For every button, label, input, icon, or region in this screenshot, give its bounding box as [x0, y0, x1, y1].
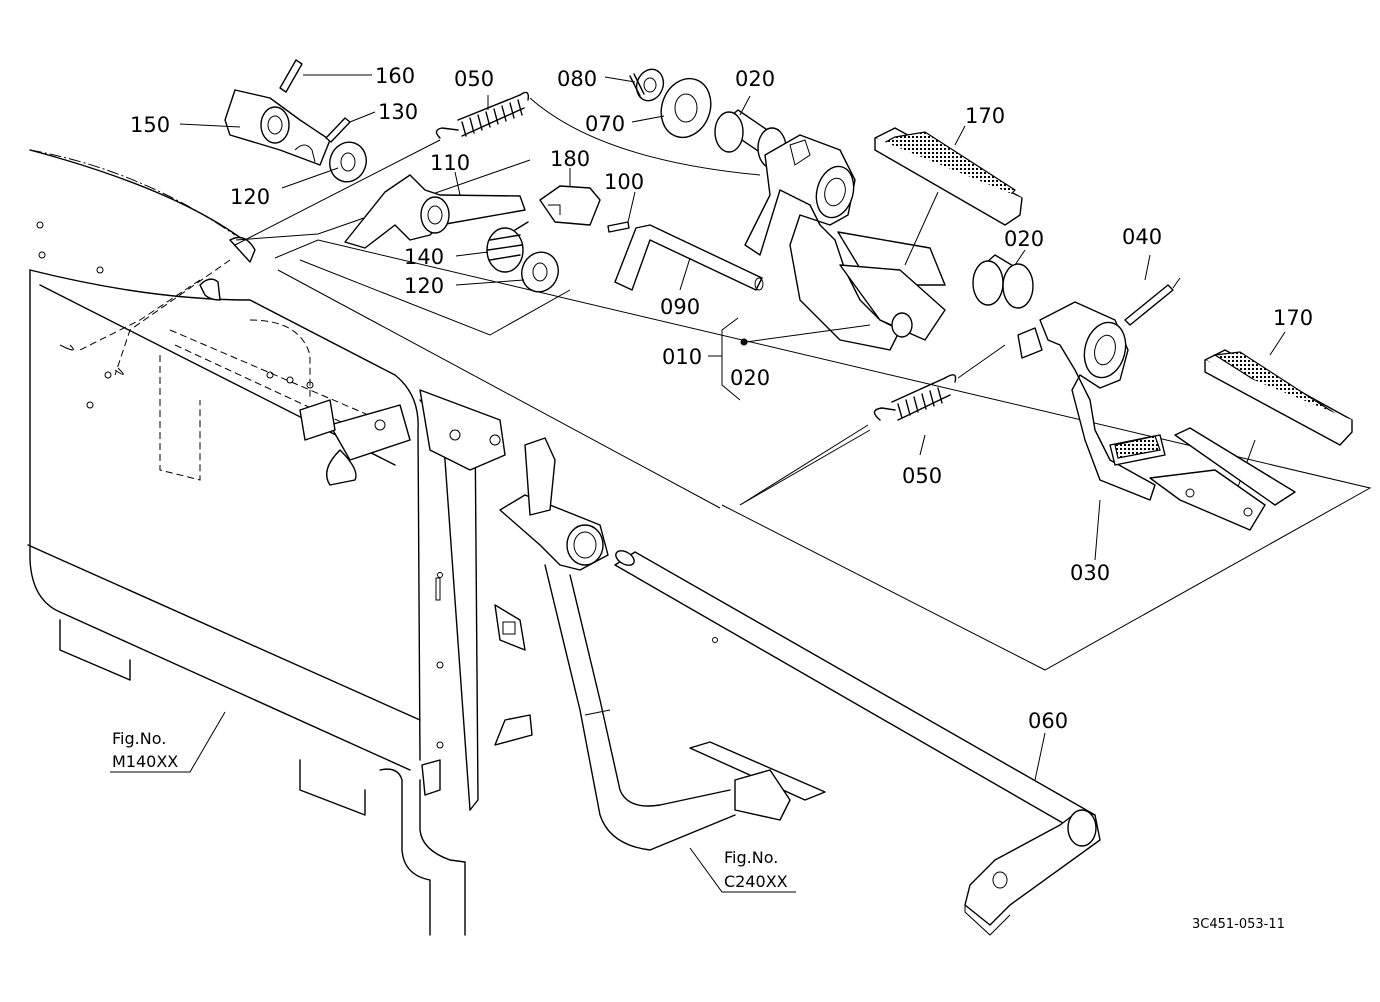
callout-070[interactable]: 070: [585, 112, 625, 136]
assembly-group-outline: [235, 159, 1372, 671]
part-090-rod[interactable]: [614, 224, 764, 291]
part-130-split-pin[interactable]: [325, 111, 376, 143]
part-120-washer-upper[interactable]: [281, 137, 372, 189]
part-160-pin[interactable]: [279, 59, 372, 93]
chassis-frame: [27, 149, 533, 936]
callout-labels: 160 050 080 020 170 150 130 070 110 180 …: [130, 64, 1313, 733]
part-050-spring-upper[interactable]: [234, 91, 761, 246]
callout-030[interactable]: 030: [1070, 561, 1110, 585]
callout-120-upper[interactable]: 120: [230, 185, 270, 209]
part-180-grip[interactable]: [539, 168, 601, 226]
callout-170-upper[interactable]: 170: [965, 104, 1005, 128]
callout-150[interactable]: 150: [130, 113, 170, 137]
part-020-bushing-upper[interactable]: [714, 95, 787, 169]
svg-text:C240XX: C240XX: [724, 872, 788, 891]
callout-020-upper[interactable]: 020: [735, 67, 775, 91]
part-010-pedal-assembly[interactable]: [708, 134, 946, 401]
callout-010[interactable]: 010: [662, 345, 702, 369]
part-170-pad-lower[interactable]: [1204, 331, 1353, 496]
part-040-pin[interactable]: [1124, 254, 1181, 326]
part-110-lever[interactable]: [344, 171, 526, 249]
figure-reference-m140xx[interactable]: Fig.No. M140XX: [110, 711, 226, 773]
part-060-cross-shaft[interactable]: [613, 548, 1101, 936]
svg-text:Fig.No.: Fig.No.: [112, 729, 166, 748]
callout-020-middle[interactable]: 020: [1004, 227, 1044, 251]
callout-090[interactable]: 090: [660, 295, 700, 319]
callout-120-lower[interactable]: 120: [404, 274, 444, 298]
part-120-washer-lower[interactable]: [455, 247, 564, 297]
svg-text:Fig.No.: Fig.No.: [724, 848, 778, 867]
callout-180[interactable]: 180: [550, 147, 590, 171]
brake-pedal-reference: [499, 437, 826, 851]
part-050-spring-lower[interactable]: [739, 344, 1006, 506]
callout-050-lower[interactable]: 050: [902, 464, 942, 488]
svg-text:M140XX: M140XX: [112, 752, 178, 771]
callout-160[interactable]: 160: [375, 64, 415, 88]
figure-reference-c240xx[interactable]: Fig.No. C240XX: [689, 847, 796, 893]
callout-170-lower[interactable]: 170: [1273, 306, 1313, 330]
callout-110[interactable]: 110: [430, 151, 470, 175]
part-150-bracket[interactable]: [179, 89, 331, 166]
callout-040[interactable]: 040: [1122, 225, 1162, 249]
part-080-washer[interactable]: [604, 66, 668, 105]
drawing-number: 3C451-053-11: [1192, 917, 1285, 932]
part-030-pedal[interactable]: [1017, 301, 1296, 561]
callout-140[interactable]: 140: [404, 245, 444, 269]
callout-100[interactable]: 100: [604, 170, 644, 194]
part-100-pin[interactable]: [607, 191, 636, 233]
part-020-bushing-middle[interactable]: [972, 249, 1034, 309]
callout-080[interactable]: 080: [557, 67, 597, 91]
part-170-pad-upper[interactable]: [874, 125, 1023, 266]
callout-020-lower[interactable]: 020: [730, 366, 770, 390]
part-140-torsion-spring[interactable]: [455, 221, 529, 273]
callout-060[interactable]: 060: [1028, 709, 1068, 733]
callout-130[interactable]: 130: [378, 100, 418, 124]
part-070-washer[interactable]: [631, 72, 719, 145]
callout-050-upper[interactable]: 050: [454, 67, 494, 91]
